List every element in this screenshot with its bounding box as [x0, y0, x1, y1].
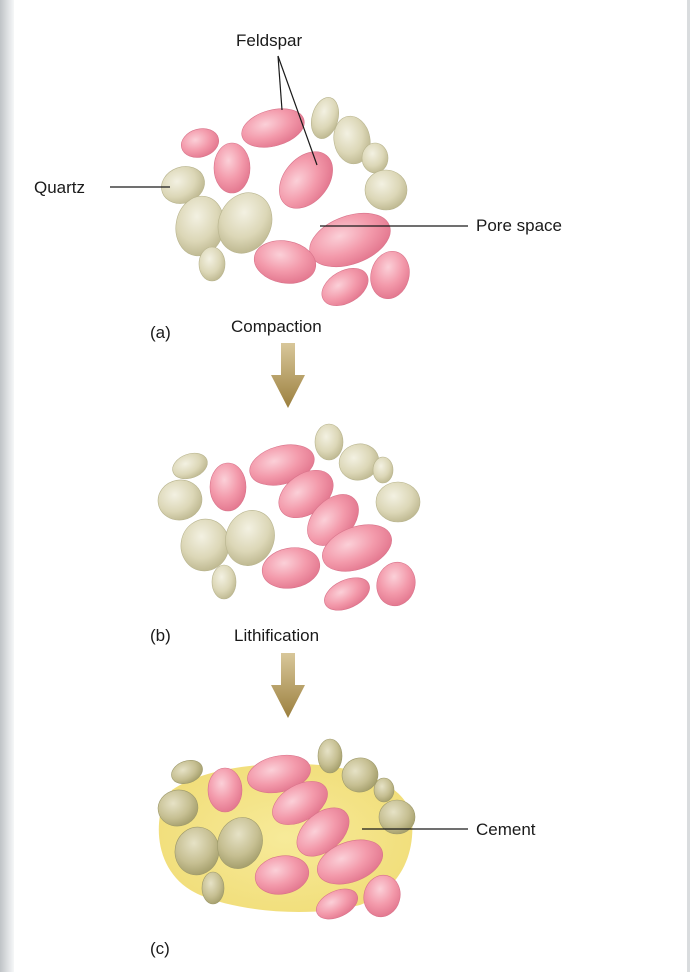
panel-c-grains	[155, 739, 415, 925]
feldspar-label: Feldspar	[236, 31, 302, 50]
feldspar-grain	[178, 125, 222, 162]
panel-a-grains	[156, 94, 414, 313]
feldspar-grain	[372, 558, 420, 610]
panel-c-label: (c)	[150, 939, 170, 958]
quartz-grain	[373, 457, 393, 483]
panel-a-label: (a)	[150, 323, 171, 342]
process-arrow	[271, 343, 305, 408]
quartz-grain	[169, 449, 211, 484]
cement-label: Cement	[476, 820, 536, 839]
process-arrow	[271, 653, 305, 718]
quartz-grain	[212, 565, 236, 599]
feldspar-grain	[210, 463, 246, 511]
lithification-label: Lithification	[234, 626, 319, 645]
pore-space-label: Pore space	[476, 216, 562, 235]
feldspar-grain	[208, 768, 242, 812]
quartz-grain	[318, 739, 342, 773]
compaction-label: Compaction	[231, 317, 322, 336]
quartz-grain	[365, 170, 407, 210]
quartz-grain	[202, 872, 224, 904]
quartz-grain	[376, 482, 420, 522]
panel-b-label: (b)	[150, 626, 171, 645]
quartz-grain	[362, 143, 388, 173]
quartz-label: Quartz	[34, 178, 85, 197]
feldspar-grain	[269, 141, 344, 218]
quartz-grain	[155, 476, 205, 523]
feldspar-grain	[319, 571, 374, 617]
quartz-grain	[199, 247, 225, 281]
panel-b-grains	[155, 424, 420, 617]
quartz-grain	[374, 778, 394, 802]
feldspar-grain	[214, 143, 250, 193]
feldspar-grain	[315, 261, 374, 314]
quartz-grain	[315, 424, 343, 460]
